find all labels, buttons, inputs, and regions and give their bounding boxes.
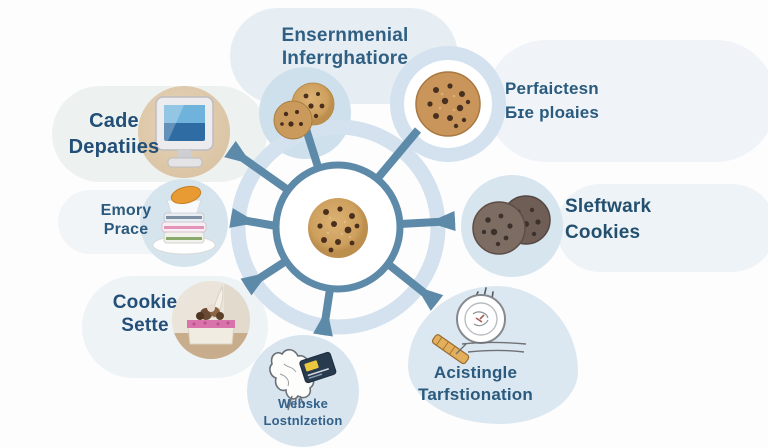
label-line: Бɪe ploaies (505, 103, 600, 122)
label-testing: Acistingle Tarfstionation (388, 362, 563, 406)
label-line: Cookie (112, 292, 178, 313)
spoke-cookie-sette (240, 257, 289, 296)
magnifier-sketch (431, 287, 527, 365)
label-software-cookies: Sleftwark Cookies (565, 194, 695, 246)
spoke-testing (385, 260, 444, 311)
label-website-localization: Webske Lostnlzetion (242, 395, 364, 429)
label-line: Tarfstionation (418, 385, 533, 404)
label-line: Cade (89, 110, 139, 132)
software-cookies-image (472, 195, 551, 255)
spoke-code-updates (224, 140, 291, 194)
label-line: Prace (103, 221, 149, 238)
spoke-environmental (302, 127, 322, 169)
label-line: Ensernmenial (281, 25, 409, 46)
spoke-software-cookies (399, 211, 456, 231)
spoke-website-localization (313, 288, 334, 337)
label-line: Sette (121, 315, 169, 336)
bubble-performance (486, 40, 768, 162)
label-line: Depatiies (68, 136, 160, 158)
cookie-pair-image (273, 82, 335, 140)
label-performance: Perfaictesn Бɪe ploaies (505, 77, 655, 125)
map-card-sketch (269, 348, 337, 411)
label-memory-price: Emory Prace (64, 201, 188, 239)
performance-cookie-image (415, 71, 481, 137)
spokes (224, 127, 456, 337)
label-line: Webske (277, 396, 329, 411)
spoke-memory-price (229, 208, 277, 230)
label-line: Cookies (565, 222, 641, 243)
retro-computer-image (155, 96, 214, 168)
label-line: Emory (100, 202, 152, 219)
label-environmental-integrations: Ensernmenial Inferrghatiore (233, 24, 457, 70)
label-line: Lostnlzetion (263, 413, 343, 428)
label-cookie-sette: Cookie Sette (76, 291, 214, 337)
label-line: Sleftwark (565, 196, 652, 217)
label-line: Acistingle (433, 363, 518, 382)
label-line: Perfaictesn (505, 79, 599, 98)
label-line: Inferrghatiore (281, 48, 409, 69)
spoke-performance (373, 127, 422, 182)
label-code-updates: Cade Depatiies (30, 108, 198, 160)
plate-stack-image (152, 185, 216, 255)
bubble-software-cookies (556, 184, 768, 272)
center-cookie-image (308, 198, 368, 258)
